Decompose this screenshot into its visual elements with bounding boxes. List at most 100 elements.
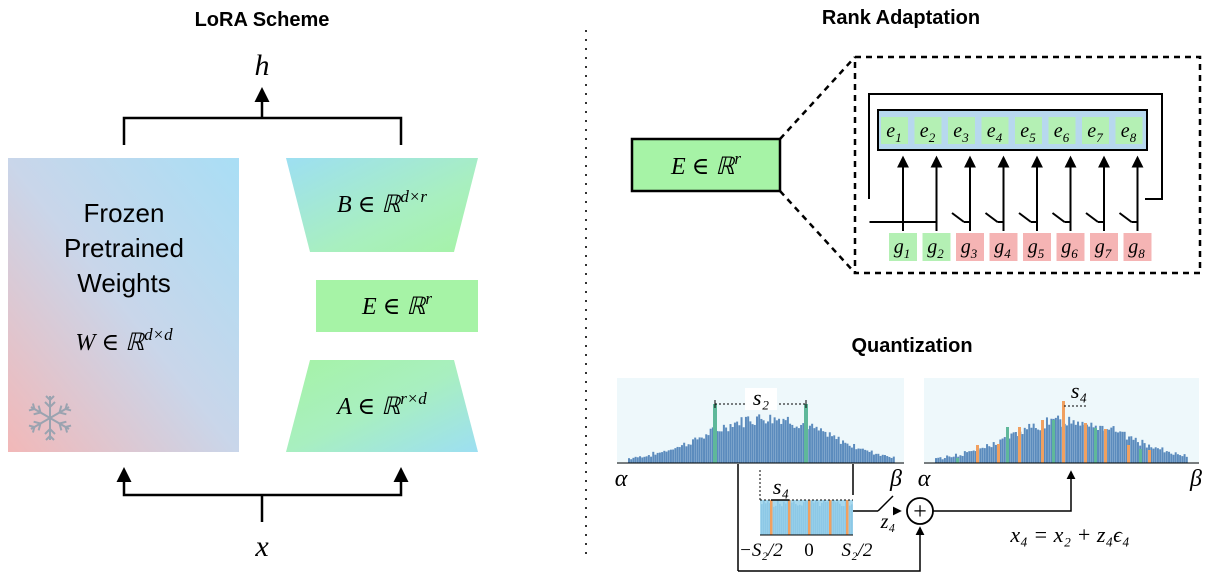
- zoom-line-top: [779, 56, 856, 140]
- hist-bar: [800, 424, 803, 463]
- gate-cell-off: [989, 233, 1018, 261]
- hist-bar: [822, 431, 825, 463]
- alpha-left: α: [615, 466, 628, 492]
- hist-bar: [1168, 451, 1171, 463]
- hist-bar: [1114, 431, 1117, 463]
- hist-bar: [683, 442, 686, 463]
- left-histogram: [628, 404, 895, 463]
- hist-bar: [753, 424, 756, 463]
- hist-bar: [1145, 447, 1148, 463]
- uniform-bar: [761, 504, 763, 535]
- hist-bar: [881, 454, 884, 463]
- hist-bar: [698, 437, 701, 463]
- uniform-noise-ticks: [761, 500, 853, 535]
- hist-bar: [817, 430, 820, 463]
- hist-bar: [1039, 430, 1042, 463]
- e-cell-label: e1: [886, 120, 901, 145]
- hist-bar: [833, 435, 836, 463]
- uniform-bar: [793, 501, 795, 535]
- hist-bar: [1021, 434, 1024, 463]
- uniform-bar: [845, 501, 847, 535]
- hist-bar: [630, 459, 633, 463]
- hist-bar: [990, 447, 993, 463]
- hist-bar: [846, 443, 849, 463]
- hist-bar: [1172, 454, 1175, 463]
- hist-bar: [1074, 424, 1077, 463]
- hist-bar: [831, 436, 834, 463]
- zero-label: 0: [804, 540, 814, 561]
- hist-bar: [979, 448, 982, 463]
- hist-bar: [1176, 454, 1179, 463]
- hist-bar: [966, 452, 969, 463]
- hist-bar: [890, 457, 893, 463]
- hist-bar: [645, 456, 648, 463]
- hist-bar: [1179, 455, 1182, 463]
- hist-bar: [1185, 456, 1188, 463]
- z4-label: z₄: [880, 511, 896, 533]
- uniform-level-marker: [846, 500, 849, 535]
- hist-bar: [718, 431, 721, 463]
- quant-level-marker: [956, 458, 959, 463]
- uniform-bar: [783, 501, 785, 535]
- quant-level-marker: [1052, 420, 1055, 463]
- uniform-bar: [803, 502, 805, 535]
- uniform-bar: [823, 500, 825, 535]
- hist-bar: [948, 456, 951, 463]
- hist-bar: [877, 453, 880, 463]
- gate-switch-open: [1018, 212, 1032, 223]
- b-formula: B ∈ ℝd×r: [337, 187, 427, 218]
- e-cell: [881, 117, 908, 144]
- snowflake-icon: [27, 395, 73, 441]
- e-vector-block: [316, 280, 478, 332]
- a-formula: A ∈ ℝr×d: [335, 389, 427, 420]
- hist-bar: [1163, 452, 1166, 463]
- hist-bar: [691, 439, 694, 463]
- hist-bar: [729, 424, 732, 463]
- hist-bar: [981, 447, 984, 463]
- hist-bar: [639, 456, 642, 463]
- uniform-bar: [813, 502, 815, 535]
- hist-bar: [992, 442, 995, 463]
- hist-bar: [954, 453, 957, 463]
- hist-bar: [974, 451, 977, 463]
- hist-bar: [943, 458, 946, 463]
- hist-bar: [665, 451, 668, 463]
- uniform-bar: [799, 504, 801, 535]
- quant-level-marker: [997, 444, 1000, 463]
- hist-bar: [1123, 431, 1126, 463]
- hist-bar: [1045, 417, 1048, 463]
- e-cell: [1015, 117, 1042, 144]
- uniform-bar: [827, 501, 829, 535]
- hist-bar: [1014, 432, 1017, 463]
- neg-half-label: −S₂/2: [739, 540, 783, 561]
- hist-bar: [669, 449, 672, 463]
- beta-right: β: [1189, 466, 1202, 492]
- uniform-level-marker: [829, 500, 832, 535]
- zoom-line-bottom: [779, 190, 856, 274]
- pos-half-label: S₂/2: [842, 540, 873, 561]
- uniform-bar: [835, 502, 837, 535]
- hist-bar: [1081, 421, 1084, 463]
- hist-bar: [749, 421, 752, 463]
- e-cell-label: e5: [1020, 120, 1036, 145]
- hist-bar: [857, 448, 860, 463]
- hist-bar: [950, 457, 953, 463]
- e-cell-label: e2: [920, 120, 936, 145]
- e-cell-label: e3: [953, 120, 969, 145]
- gate-cell-off: [1123, 233, 1152, 261]
- gate-cell-label: g6: [1061, 236, 1078, 261]
- hist-bar: [731, 427, 734, 463]
- uniform-bar: [795, 503, 797, 535]
- hist-bar: [1092, 427, 1095, 463]
- quant-level-marker: [1104, 429, 1107, 463]
- gate-switch-open: [1118, 212, 1133, 223]
- hist-bar: [1048, 424, 1051, 463]
- hist-bar: [970, 451, 973, 463]
- uniform-level-marker: [770, 500, 773, 535]
- hist-bar: [687, 444, 690, 463]
- hist-bar: [1034, 428, 1037, 463]
- hist-bar: [689, 444, 692, 463]
- quant-level-marker: [804, 404, 808, 463]
- hist-bar: [654, 454, 657, 463]
